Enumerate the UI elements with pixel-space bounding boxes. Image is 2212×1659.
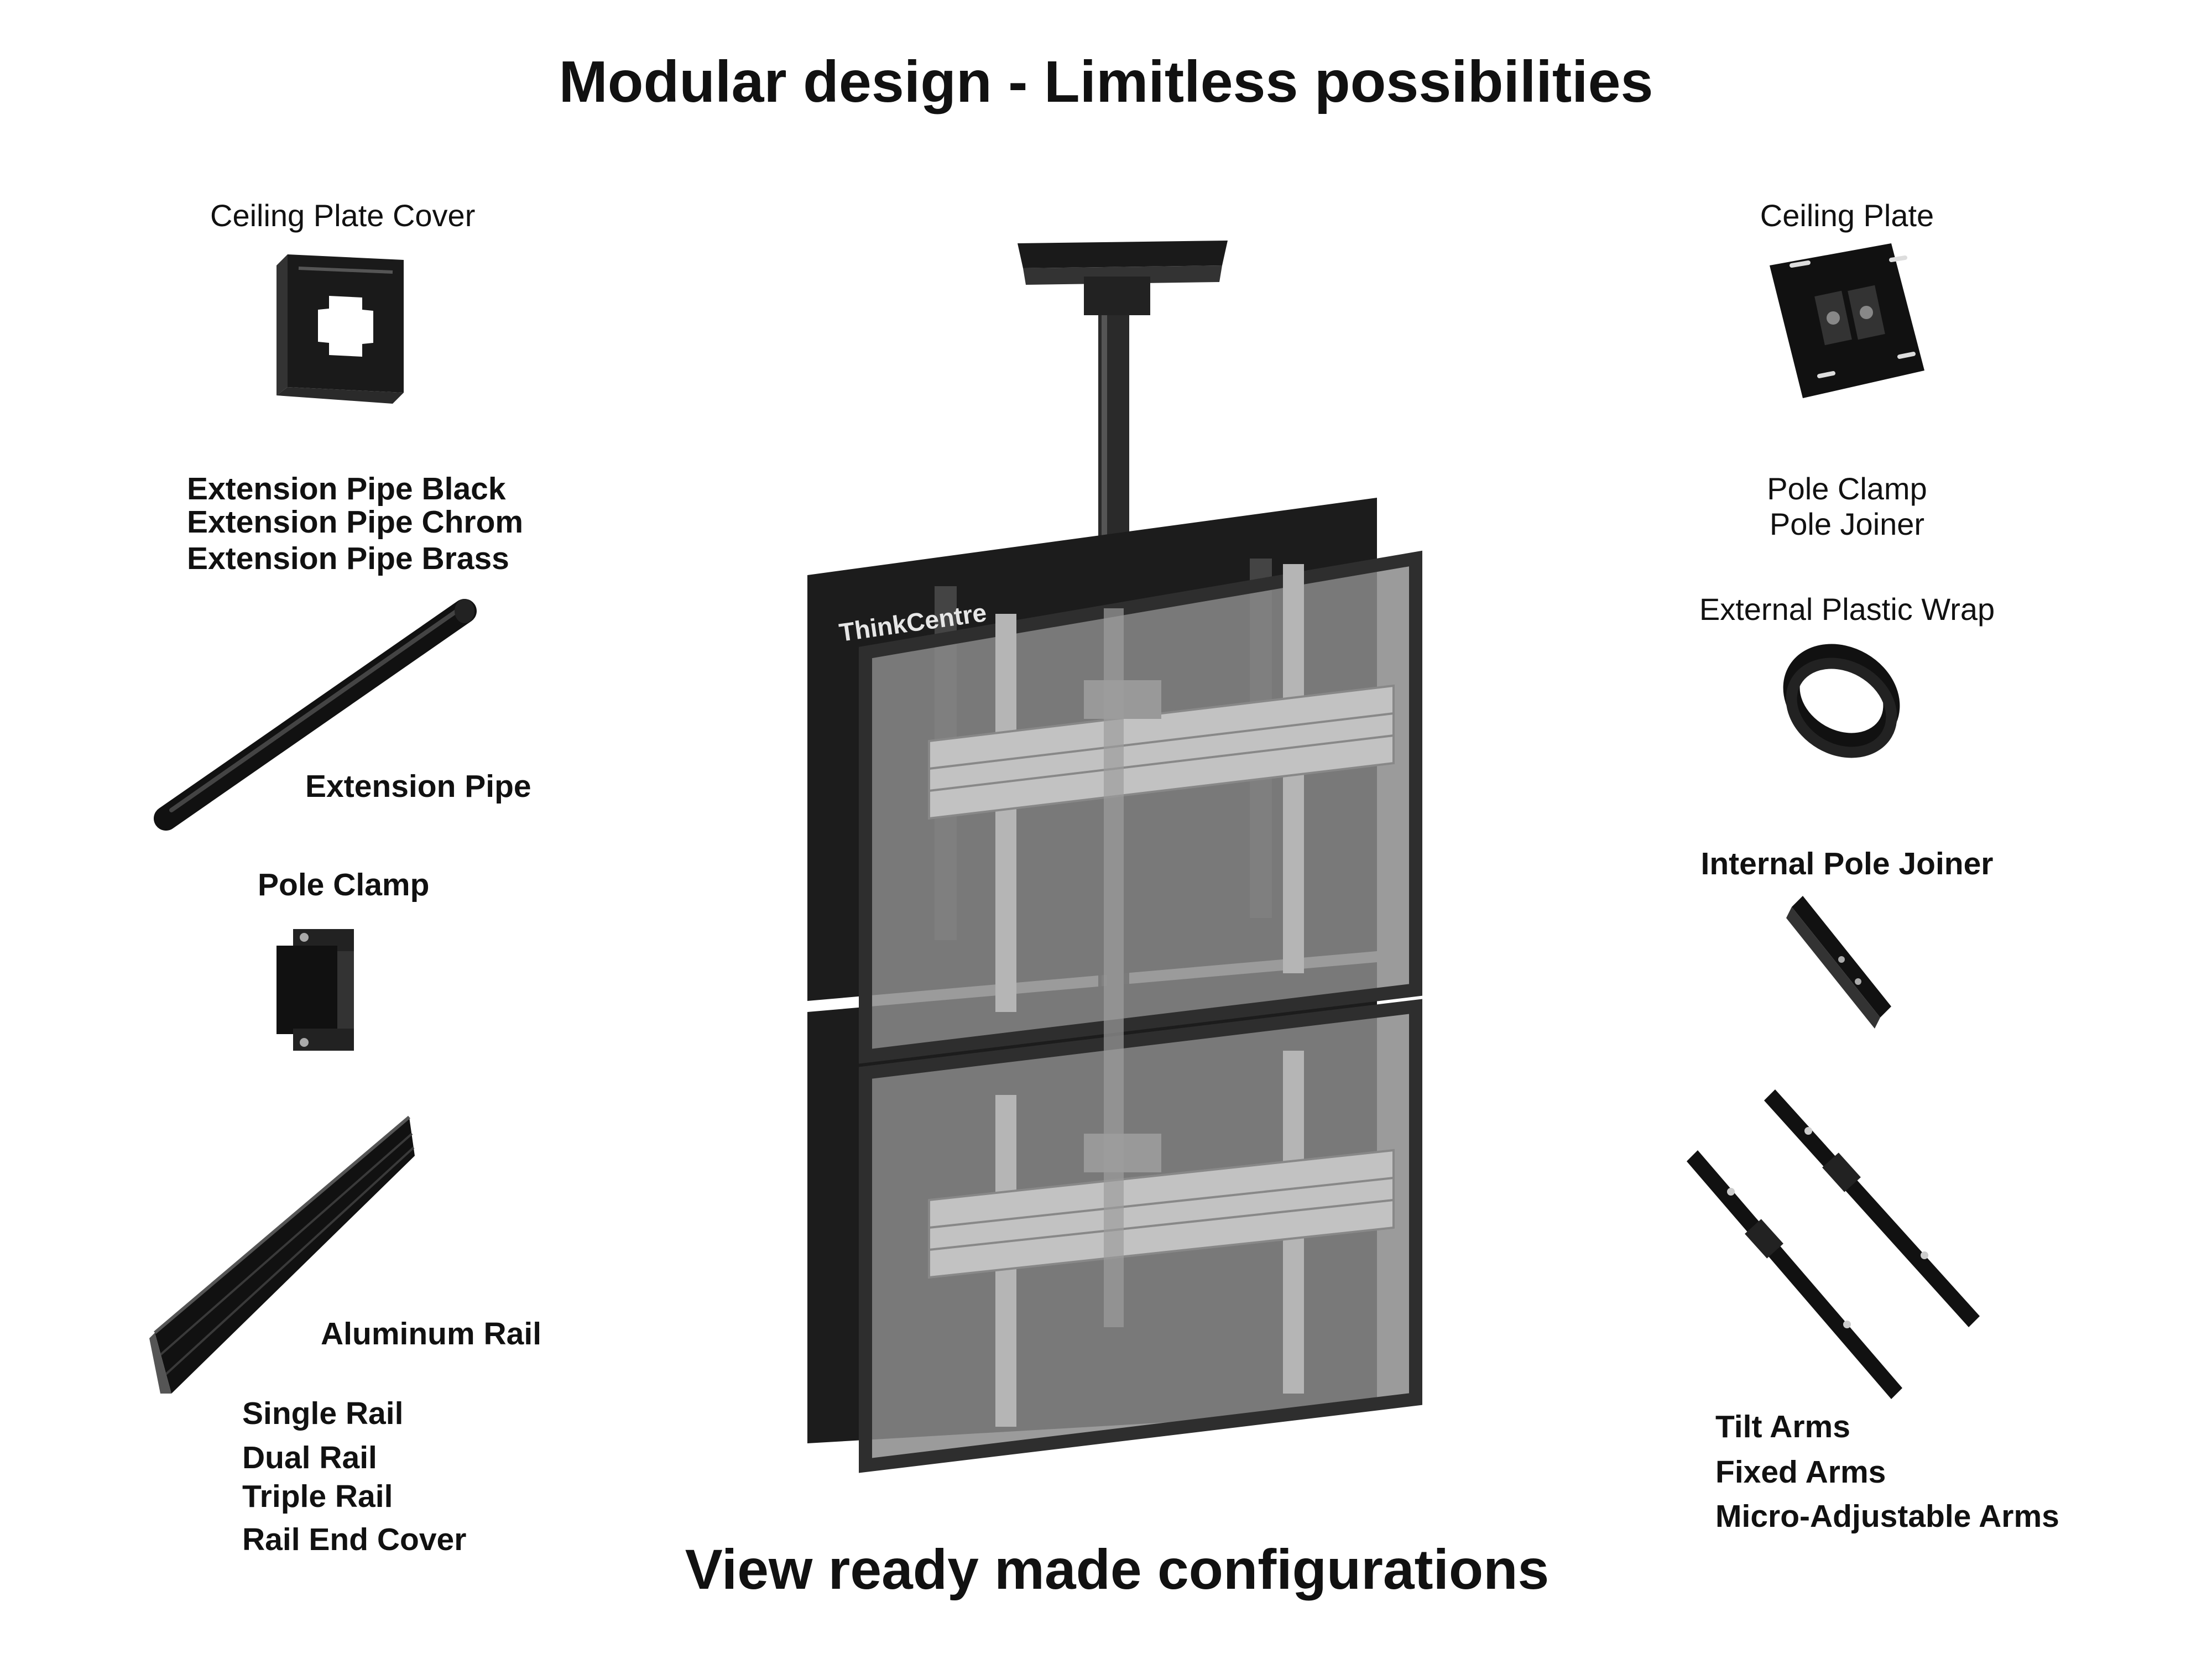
- label-extension-pipe: Extension Pipe: [305, 769, 531, 804]
- page-title: Modular design - Limitless possibilities: [559, 49, 1653, 114]
- pole-clamp-image[interactable]: [260, 918, 371, 1062]
- label-pole-joiner: Pole Joiner: [1769, 507, 1925, 541]
- label-tilt-arms: Tilt Arms: [1715, 1409, 1850, 1444]
- label-external-plastic-wrap: External Plastic Wrap: [1699, 592, 1995, 627]
- aluminum-rail-image[interactable]: [149, 1112, 426, 1399]
- label-pole-clamp-right: Pole Clamp: [1767, 471, 1927, 506]
- ceiling-plate-cover-image[interactable]: [265, 243, 431, 409]
- internal-pole-joiner-image[interactable]: [1781, 896, 1902, 1040]
- ceiling-plate-image[interactable]: [1759, 238, 1936, 404]
- view-configurations-link[interactable]: View ready made configurations: [685, 1538, 1550, 1601]
- ceiling-mount-illustration[interactable]: ThinkCentre: [796, 210, 1471, 1493]
- label-pole-clamp-left: Pole Clamp: [258, 867, 430, 902]
- label-ceiling-plate-cover: Ceiling Plate Cover: [210, 198, 476, 233]
- label-triple-rail: Triple Rail: [242, 1479, 393, 1514]
- label-internal-pole-joiner: Internal Pole Joiner: [1700, 846, 1994, 881]
- extension-pipe-image[interactable]: [149, 597, 481, 835]
- label-extension-pipe-chrom: Extension Pipe Chrom: [187, 504, 524, 540]
- label-ceiling-plate: Ceiling Plate: [1760, 198, 1934, 233]
- label-micro-adjustable-arms: Micro-Adjustable Arms: [1715, 1499, 2059, 1534]
- arms-image[interactable]: [1681, 1078, 2013, 1399]
- label-extension-pipe-black: Extension Pipe Black: [187, 471, 506, 507]
- label-dual-rail: Dual Rail: [242, 1440, 377, 1475]
- label-extension-pipe-brass: Extension Pipe Brass: [187, 541, 509, 576]
- label-aluminum-rail: Aluminum Rail: [321, 1316, 542, 1352]
- label-rail-end-cover: Rail End Cover: [242, 1522, 467, 1557]
- label-single-rail: Single Rail: [242, 1396, 404, 1431]
- label-fixed-arms: Fixed Arms: [1715, 1454, 1886, 1490]
- external-plastic-wrap-image[interactable]: [1775, 636, 1908, 769]
